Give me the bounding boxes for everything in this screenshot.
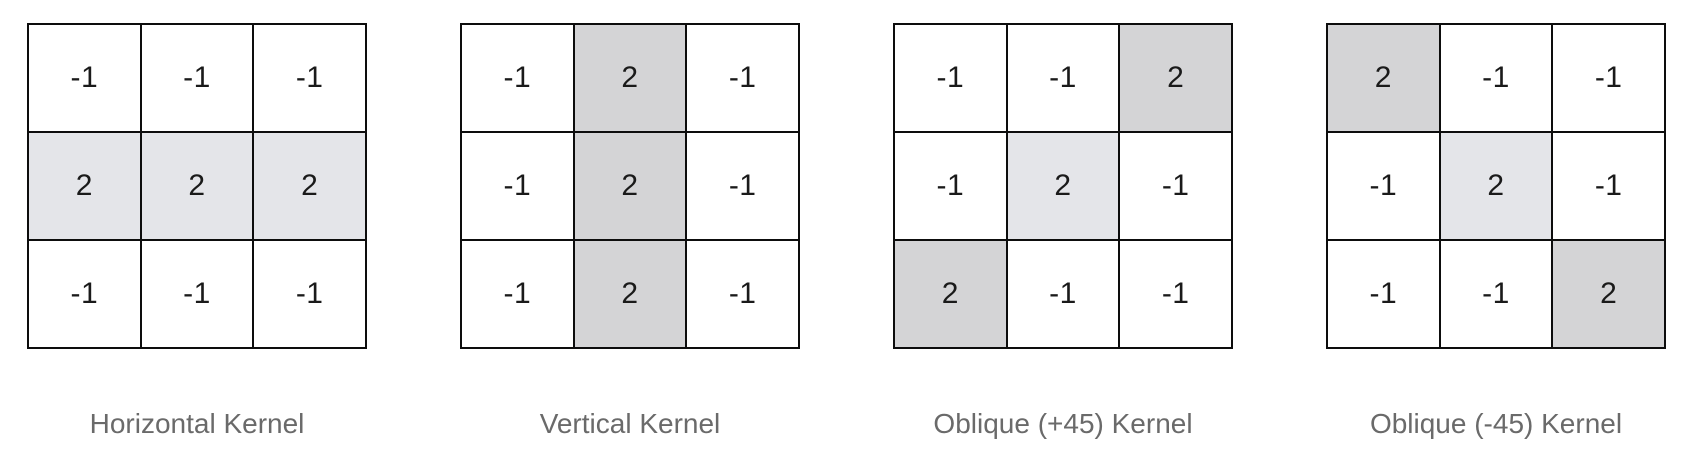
kernel-cell-r1c2: 2 <box>253 132 366 240</box>
kernel-cell-r1c2: -1 <box>1552 132 1665 240</box>
kernel-cell-r1c1: 2 <box>1006 132 1120 240</box>
kernel-cell-r1c2: -1 <box>686 132 799 240</box>
kernel-block-oblique-plus45: -1 -1 2 -1 2 -1 2 -1 -1 Oblique (+45) Ke… <box>893 23 1233 462</box>
kernel-cell-r2c0: -1 <box>461 240 574 348</box>
kernel-cell-r0c2: -1 <box>1552 24 1665 132</box>
kernel-cell-r2c0: 2 <box>894 240 1007 348</box>
kernel-label: Vertical Kernel <box>539 408 721 439</box>
kernel-cell-r1c1: 2 <box>140 132 254 240</box>
kernel-grid: -1 -1 -1 2 2 2 -1 -1 -1 <box>27 23 367 349</box>
kernel-cell-r2c1: -1 <box>1439 240 1553 348</box>
kernel-cell-r2c2: -1 <box>253 240 366 348</box>
kernel-cell-r1c0: -1 <box>1327 132 1440 240</box>
kernel-cell-r1c1: 2 <box>573 132 687 240</box>
kernel-cell-r0c1: -1 <box>140 24 254 132</box>
kernel-cell-r0c0: -1 <box>461 24 574 132</box>
kernel-cell-r0c0: 2 <box>1327 24 1440 132</box>
kernel-cell-r0c0: -1 <box>894 24 1007 132</box>
kernel-cell-r0c0: -1 <box>28 24 141 132</box>
kernel-cell-r0c2: 2 <box>1119 24 1232 132</box>
kernel-cell-r1c2: -1 <box>1119 132 1232 240</box>
kernel-cell-r1c1: 2 <box>1439 132 1553 240</box>
kernel-label: Horizontal Kernel <box>89 408 305 439</box>
kernel-cell-r2c0: -1 <box>1327 240 1440 348</box>
kernel-block-vertical: -1 2 -1 -1 2 -1 -1 2 -1 Vertical Kernel <box>460 23 800 462</box>
kernel-cell-r1c0: 2 <box>28 132 141 240</box>
kernel-cell-r1c0: -1 <box>461 132 574 240</box>
kernel-cell-r2c2: 2 <box>1552 240 1665 348</box>
kernel-label: Oblique (+45) Kernel <box>933 408 1193 439</box>
kernel-grid: -1 2 -1 -1 2 -1 -1 2 -1 <box>460 23 800 349</box>
kernel-grid: 2 -1 -1 -1 2 -1 -1 -1 2 <box>1326 23 1666 349</box>
kernel-block-oblique-minus45: 2 -1 -1 -1 2 -1 -1 -1 2 Oblique (-45) Ke… <box>1326 23 1666 462</box>
kernel-cell-r2c1: 2 <box>573 240 687 348</box>
kernel-cell-r0c1: 2 <box>573 24 687 132</box>
kernel-cell-r0c1: -1 <box>1006 24 1120 132</box>
kernel-cell-r2c0: -1 <box>28 240 141 348</box>
kernel-block-horizontal: -1 -1 -1 2 2 2 -1 -1 -1 Horizontal Kerne… <box>27 23 367 462</box>
kernel-grid: -1 -1 2 -1 2 -1 2 -1 -1 <box>893 23 1233 349</box>
kernel-cell-r0c1: -1 <box>1439 24 1553 132</box>
kernel-cell-r2c2: -1 <box>686 240 799 348</box>
kernel-cell-r0c2: -1 <box>686 24 799 132</box>
kernel-label: Oblique (-45) Kernel <box>1369 408 1623 439</box>
kernel-cell-r2c2: -1 <box>1119 240 1232 348</box>
kernel-cell-r2c1: -1 <box>1006 240 1120 348</box>
kernel-cell-r1c0: -1 <box>894 132 1007 240</box>
kernel-cell-r0c2: -1 <box>253 24 366 132</box>
kernel-cell-r2c1: -1 <box>140 240 254 348</box>
